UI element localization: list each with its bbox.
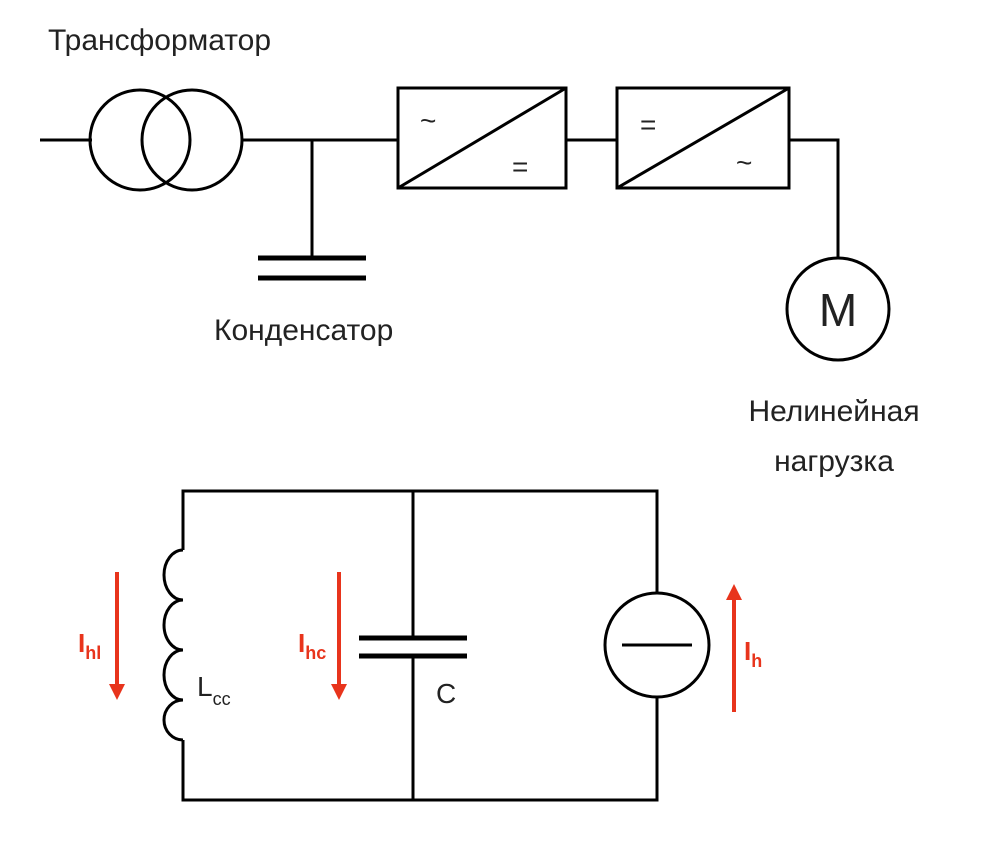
inverter-box — [615, 86, 791, 190]
equivalent-circuit — [162, 489, 711, 802]
top-rail — [181, 489, 659, 593]
inductor-current-label: Ihl — [78, 628, 101, 663]
motor-circle — [785, 256, 891, 362]
inverter-ac-symbol: ~ — [736, 147, 752, 178]
bottom-rail — [181, 697, 659, 802]
inverter-diagonal — [616, 86, 790, 190]
motor-symbol: M — [819, 284, 857, 336]
power-line-diagram — [40, 86, 891, 362]
motor-feed-line — [789, 138, 840, 258]
rectifier-dc-symbol: = — [512, 151, 528, 182]
current-source-circle — [603, 591, 711, 699]
capacitor-current-label: Ihc — [298, 628, 326, 663]
rectifier-box — [396, 86, 568, 190]
inductor-label: Lcc — [197, 671, 231, 709]
load-label-line1: Нелинейная — [748, 395, 919, 428]
capacitor-label: Конденсатор — [214, 314, 393, 347]
rectifier-diagonal — [397, 86, 567, 190]
load-label-line2: нагрузка — [774, 445, 894, 478]
inductor-coil — [162, 548, 184, 742]
rectifier-ac-symbol: ~ — [420, 105, 436, 136]
source-current-label: Ih — [744, 636, 762, 671]
transformer-label: Трансформатор — [48, 24, 271, 57]
capacitor-c-label: C — [436, 678, 456, 709]
transformer-winding-2 — [140, 88, 244, 192]
inverter-dc-symbol: = — [640, 109, 656, 140]
transformer-winding-1 — [88, 88, 192, 192]
